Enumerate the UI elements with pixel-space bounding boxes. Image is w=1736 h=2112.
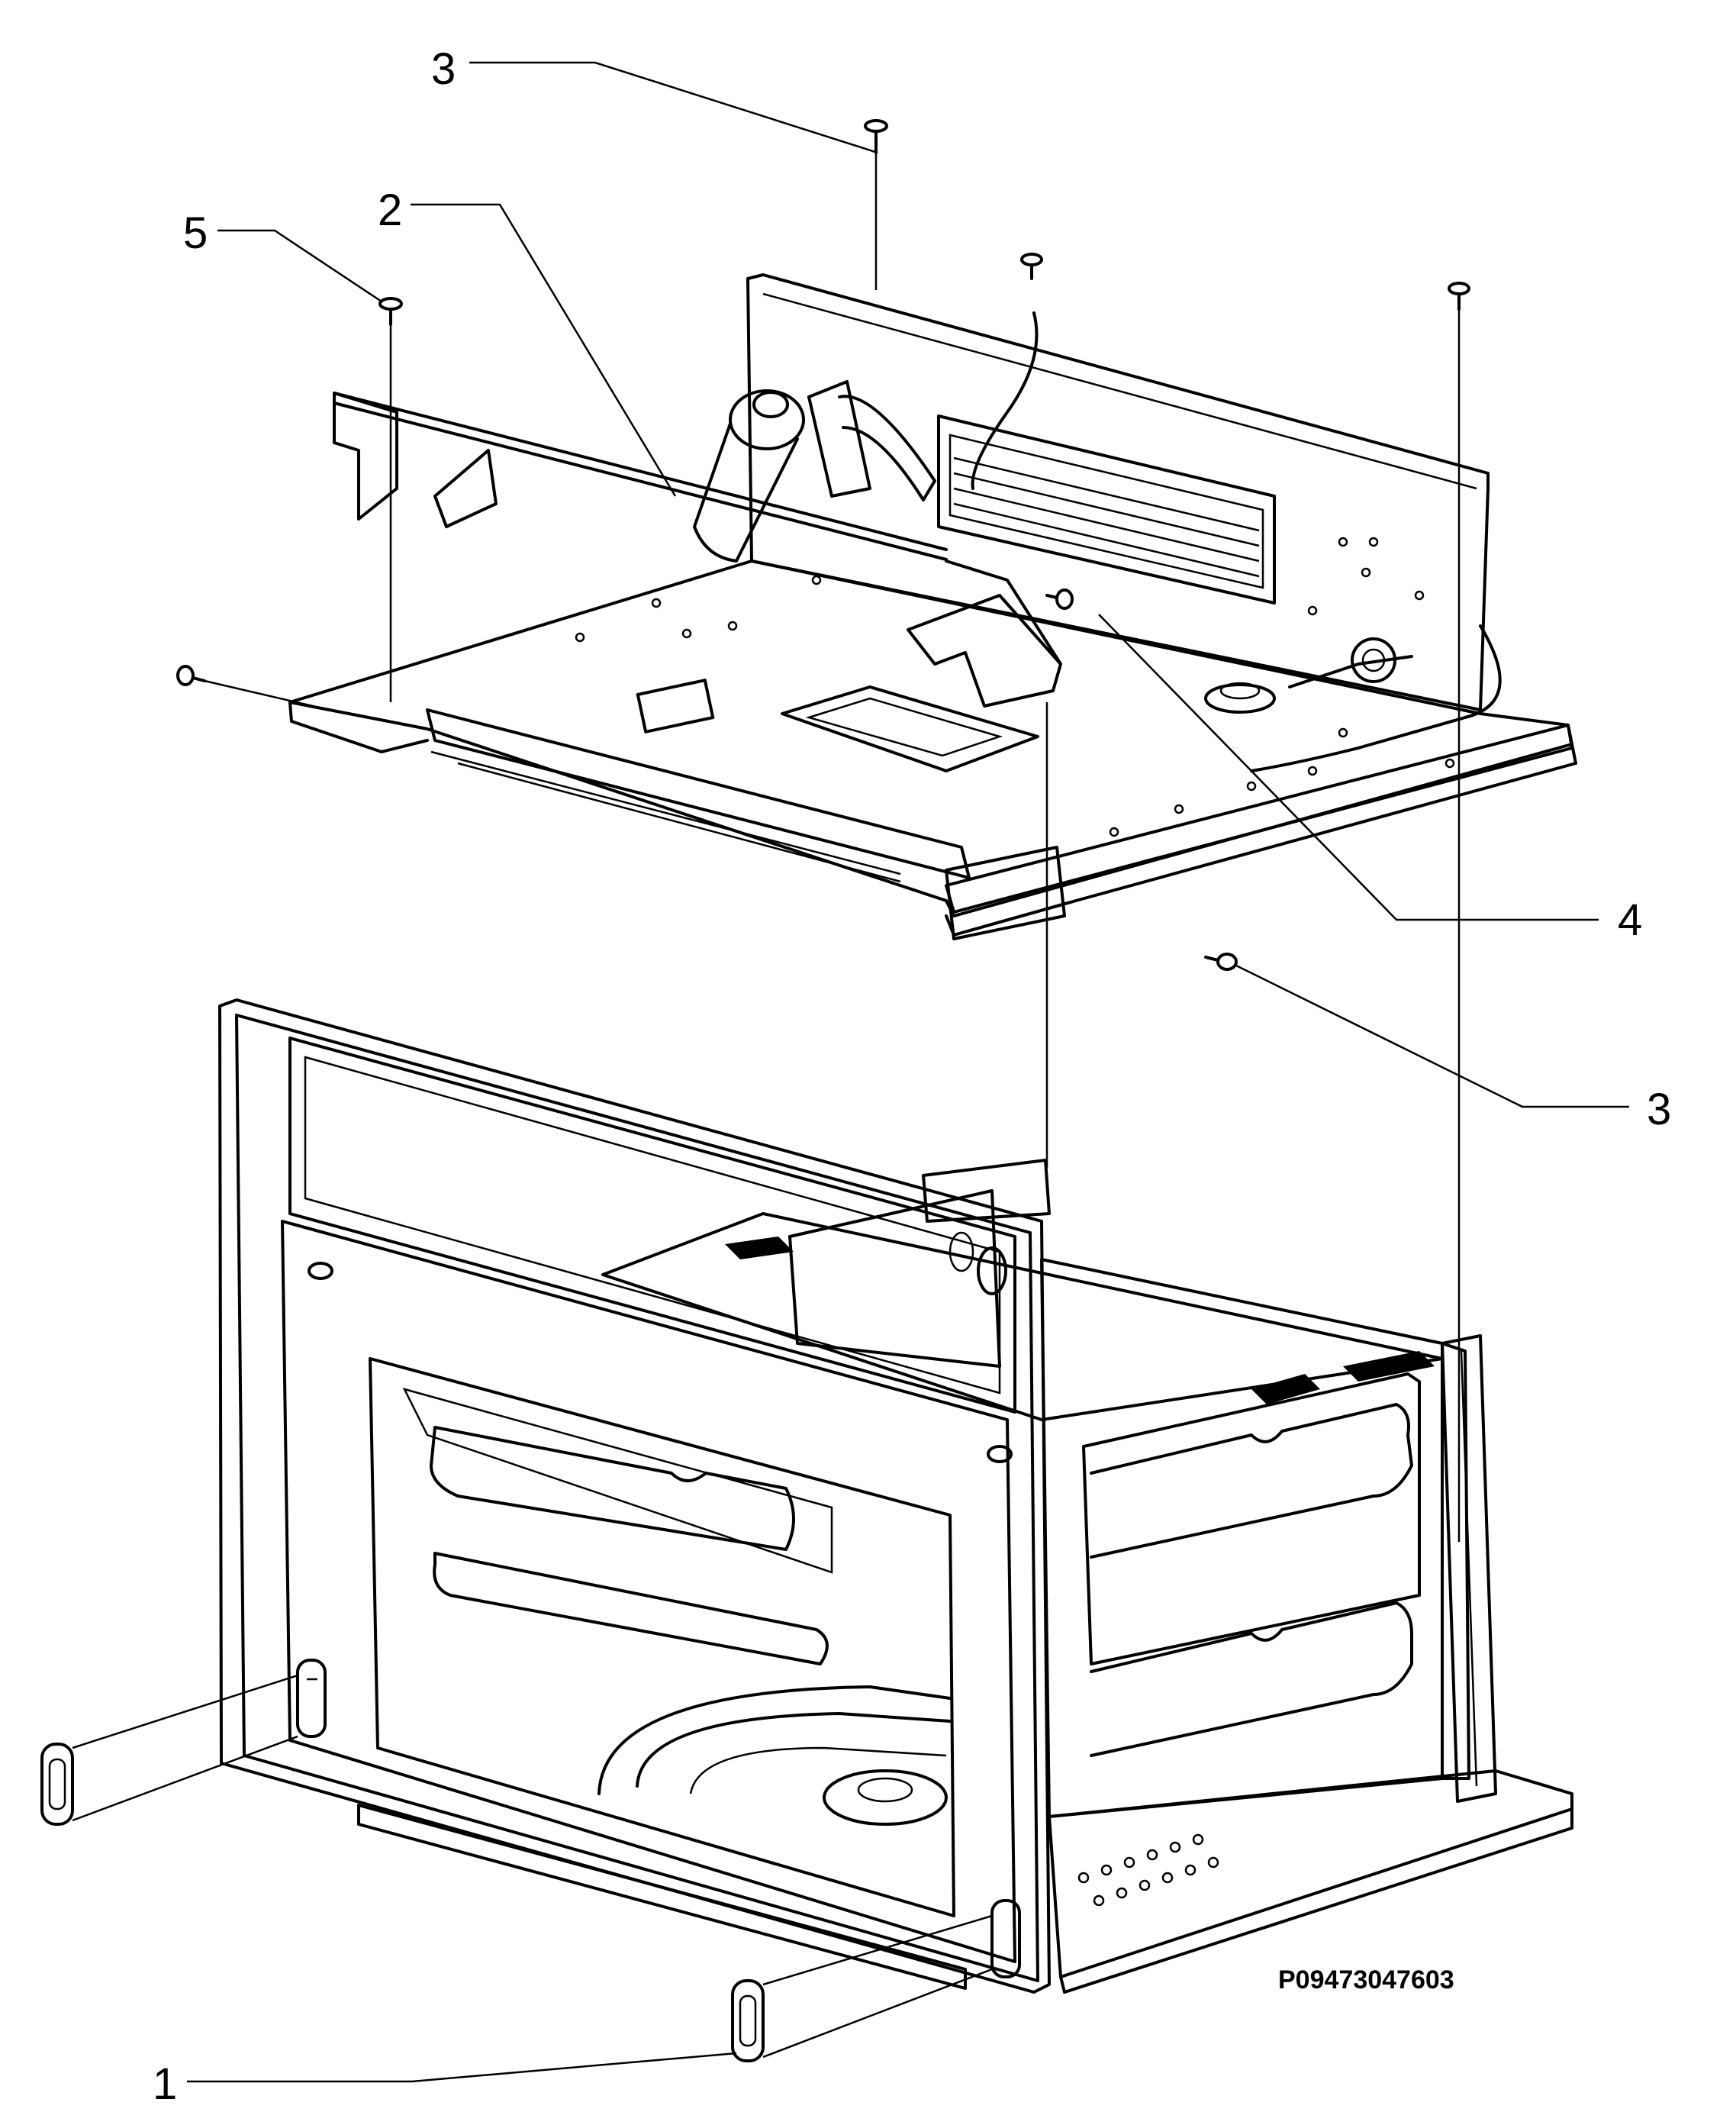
callout-3-top: 3: [431, 44, 456, 94]
screw-icon: [176, 665, 206, 686]
callout-4: 4: [1618, 895, 1642, 945]
oven-cavity: [218, 998, 1573, 1994]
foot-part: [990, 1899, 1021, 1978]
callout-1: 1: [153, 2059, 177, 2109]
assembly-axes: [204, 153, 1461, 1542]
top-assembly: [288, 273, 1577, 940]
base-perforations: [1077, 1833, 1219, 1907]
callout-5: 5: [183, 208, 208, 258]
foot-part: [40, 1743, 74, 1826]
callout-2: 2: [378, 185, 402, 235]
thermostat: [1204, 682, 1276, 714]
callout-leaders: [187, 61, 1629, 2083]
screw-icon: [378, 297, 403, 326]
feet: [40, 1659, 1021, 2062]
part-number-label: P09473047603: [1278, 1965, 1454, 1994]
turntable: [597, 1685, 952, 1826]
callout-labels: 3 2 5 4 3 1 P09473047603: [153, 44, 1671, 2109]
foot-part: [296, 1659, 327, 1738]
screw-icon: [1045, 588, 1074, 610]
foot-part: [731, 1979, 765, 2062]
callout-3-right: 3: [1647, 1085, 1671, 1134]
capacitor: [693, 380, 936, 563]
screw-icon: [1448, 282, 1470, 311]
fan-grille: [937, 414, 1276, 605]
screw-icon: [1204, 953, 1238, 971]
switch: [636, 679, 715, 734]
vent-perforations: [725, 1237, 1435, 1404]
screws: [176, 119, 1470, 971]
screw-icon: [1020, 253, 1043, 280]
plate-holes: [575, 537, 1455, 837]
screw-icon: [864, 119, 888, 154]
